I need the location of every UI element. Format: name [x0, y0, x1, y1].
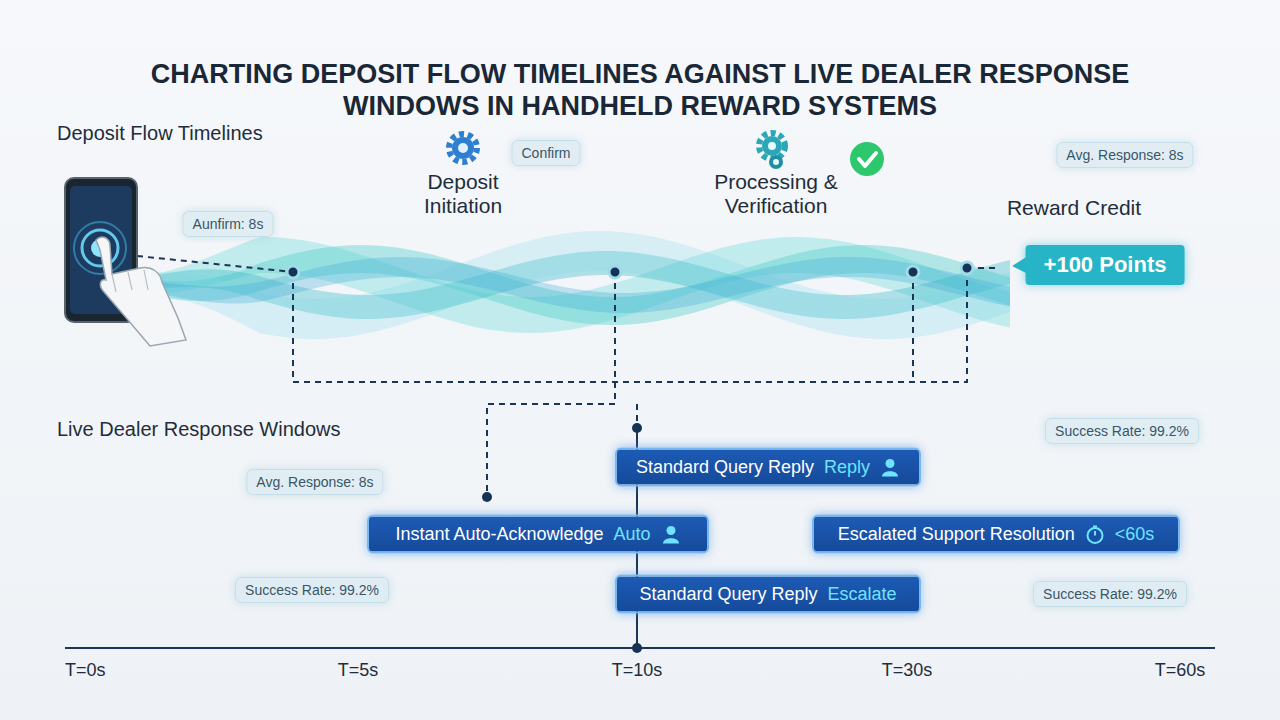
wave-band	[140, 231, 1010, 339]
phone-illustration	[65, 178, 186, 346]
leader-lines	[137, 256, 1000, 497]
section-heading: Live Dealer Response Windows	[57, 418, 340, 441]
label-text: Auto	[614, 524, 651, 545]
label-text: +100 Points	[1044, 252, 1167, 278]
leader-line	[293, 268, 967, 382]
timeline-dot	[609, 266, 621, 278]
label-text: Success Rate: 99.2%	[245, 582, 379, 598]
section-heading: Deposit Flow Timelines	[57, 122, 263, 145]
response-window-box: Standard Query Reply Reply	[615, 448, 921, 487]
label-text: Aunfirm: 8s	[193, 216, 264, 232]
timeline-dot	[907, 266, 919, 278]
gear-icon	[449, 134, 477, 162]
wave-bands	[140, 231, 1010, 339]
label-text: CHARTING DEPOSIT FLOW TIMELINES AGAINST …	[151, 59, 1130, 121]
metric-pill: Avg. Response: 8s	[1056, 142, 1193, 168]
label-text: Processing & Verification	[714, 170, 838, 217]
stage-label: Processing & Verification	[691, 170, 861, 218]
label-text: T=30s	[882, 660, 933, 680]
label-text: Avg. Response: 8s	[1066, 147, 1183, 163]
label-text: Escalate	[828, 584, 897, 605]
metric-pill: Avg. Response: 8s	[246, 469, 383, 495]
axis-tick: T=5s	[338, 660, 379, 681]
leader-line	[487, 272, 615, 497]
timeline-dot	[632, 643, 642, 653]
metric-pill: Success Rate: 99.2%	[1033, 581, 1187, 607]
axis-tick: T=10s	[612, 660, 663, 681]
reward-box: +100 Points	[1026, 245, 1185, 285]
timeline-dots	[287, 262, 973, 653]
timer-icon	[1085, 524, 1105, 544]
label-text: Standard Query Reply	[639, 584, 817, 605]
timeline-dot	[287, 266, 299, 278]
label-text: <60s	[1115, 524, 1155, 545]
metric-pill: Confirm	[511, 140, 580, 166]
label-text: Deposit Flow Timelines	[57, 122, 263, 144]
stage-label: Reward Credit	[1007, 196, 1141, 220]
label-text: Confirm	[521, 145, 570, 161]
label-text: Standard Query Reply	[636, 457, 814, 478]
timeline-dot	[961, 262, 973, 274]
wave-band	[140, 257, 1010, 313]
label-text: Instant Auto-Acknowledge	[395, 524, 603, 545]
axis-tick: T=30s	[882, 660, 933, 681]
leader-line	[137, 256, 293, 272]
diagram-title: CHARTING DEPOSIT FLOW TIMELINES AGAINST …	[140, 58, 1140, 123]
response-window-box: Escalated Support Resolution <60s	[812, 515, 1180, 554]
person-icon	[880, 457, 900, 477]
timeline-dot	[632, 423, 642, 433]
label-text: Success Rate: 99.2%	[1055, 423, 1189, 439]
timeline-dot	[482, 492, 492, 502]
gears-icon	[759, 133, 785, 169]
label-text: T=10s	[612, 660, 663, 680]
label-text: T=0s	[65, 660, 106, 680]
label-text: Reward Credit	[1007, 196, 1141, 219]
metric-pill: Success Rate: 99.2%	[1045, 418, 1199, 444]
response-window-box: Instant Auto-Acknowledge Auto	[367, 515, 709, 554]
label-text: Escalated Support Resolution	[838, 524, 1075, 545]
label-text: Live Dealer Response Windows	[57, 418, 340, 440]
axis-tick: T=0s	[65, 660, 106, 681]
label-text: Avg. Response: 8s	[256, 474, 373, 490]
label-text: Reply	[824, 457, 870, 478]
label-text: Success Rate: 99.2%	[1043, 586, 1177, 602]
response-window-box: Standard Query Reply Escalate	[615, 575, 921, 614]
label-text: Deposit Initiation	[424, 170, 502, 217]
label-text: T=5s	[338, 660, 379, 680]
leader-line	[912, 272, 914, 382]
person-icon	[661, 524, 681, 544]
axis-tick: T=60s	[1155, 660, 1206, 681]
check-icon	[850, 142, 884, 176]
label-text: T=60s	[1155, 660, 1206, 680]
stage-label: Deposit Initiation	[398, 170, 528, 218]
metric-pill: Success Rate: 99.2%	[235, 577, 389, 603]
metric-pill: Aunfirm: 8s	[183, 211, 274, 237]
